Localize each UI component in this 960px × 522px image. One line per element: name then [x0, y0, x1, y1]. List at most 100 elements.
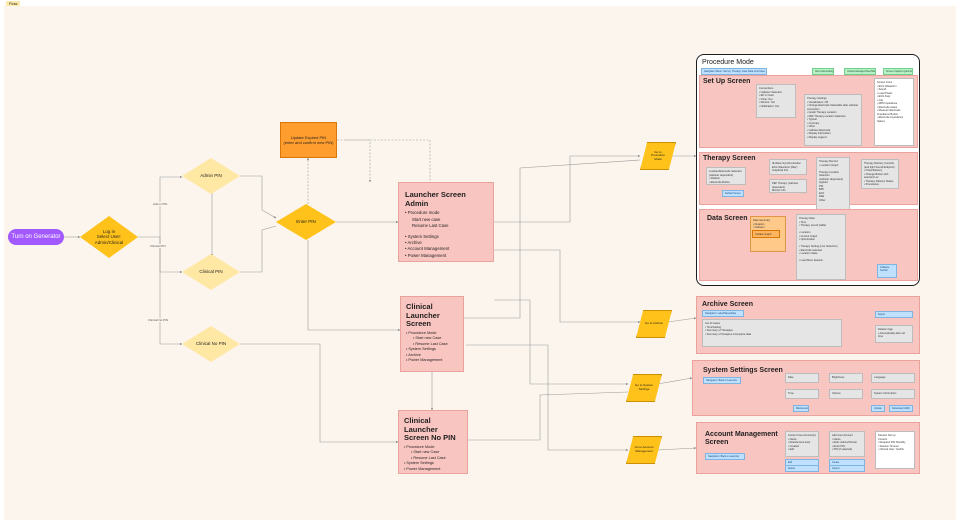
settings-nav-chip: Navigation: Back to Launcher [703, 377, 741, 384]
settings-system-info-cell[interactable]: System Information [871, 389, 915, 399]
go-to-settings-node: Go to System Settings [626, 374, 662, 402]
settings-date-cell[interactable]: Date [785, 373, 819, 383]
no-pin-item: Start new Case [404, 450, 462, 456]
account-management-title: Account Management Screen [705, 431, 778, 446]
archive-screen-card: Archive Screen Navigation: Label/Name/Da… [696, 296, 920, 354]
archive-screen-title: Archive Screen [702, 301, 753, 308]
clinical-no-pin-label: Clinical No PIN [195, 341, 227, 347]
therapy-pef-box: PEF Therapy (catheter dependent) Monitor… [769, 179, 807, 193]
no-pin-item: Procedure Mode [404, 445, 462, 451]
settings-time-cell[interactable]: Time [785, 389, 819, 399]
go-to-account-node: Go to Account Management [626, 436, 662, 464]
account-delete-chip[interactable]: Delete [785, 465, 819, 472]
system-settings-title: System Settings Screen [703, 367, 783, 374]
therapy-ie-wave-box: IE Wave Synchronization ECG Waveform (fi… [769, 159, 807, 175]
account-cancel-chip[interactable]: Cancel [829, 465, 865, 472]
therapy-delivery-controls-box: Therapy Delivery Controls (and light Sou… [861, 159, 899, 189]
frame-tag: Flow [6, 1, 21, 6]
settings-volume-cell[interactable]: Volume [829, 389, 863, 399]
update-expired-pin-label: Update Expired PIN (enter and confirm ne… [283, 134, 334, 145]
update-expired-pin-box: Update Expired PIN (enter and confirm ne… [280, 122, 337, 158]
setup-connections-box: Connections • Catheter Selection • EP in… [756, 84, 796, 118]
launcher-admin-title: Launcher Screen Admin [405, 190, 466, 208]
go-to-account-label: Go to Account Management [634, 445, 654, 453]
no-pin-item: System Settings [404, 461, 462, 467]
clinical-launcher-item: Power Management [406, 358, 458, 364]
account-management-card: Account Management Screen Navigation: Ba… [696, 422, 920, 474]
clinical-pin-label: Clinical PIN [199, 269, 223, 275]
account-session-setup-box: Session Set up Content • Required PIN St… [875, 431, 915, 469]
no-pin-item: Resume Last Case [404, 456, 462, 462]
setup-screen-title: Set Up Screen [703, 78, 751, 85]
launcher-admin-card: Launcher Screen Admin Procedure mode Sta… [398, 182, 494, 262]
clinical-launcher-card: Clinical Launcher Screen Procedure Mode … [400, 296, 464, 372]
launcher-admin-item: Account Management [405, 246, 487, 252]
launcher-admin-item: Archive [405, 240, 487, 246]
alert-acknowledge-chip: Alert Acknowledge [812, 68, 834, 75]
go-to-procedure-shape [640, 142, 676, 170]
account-add-user-box: Add User Account • Name • Role: Admin/Cl… [829, 431, 865, 457]
archive-export-chip[interactable]: Export [875, 311, 913, 318]
edge-label-clinical: Clinical PIN [150, 244, 166, 248]
settings-maintenance-chip[interactable]: Maintenance [793, 405, 809, 412]
start-node-turn-on-generator: Turn on Generator [8, 229, 64, 245]
unacknowledged-alert-chip: Unacknowledged Alert/Warning [844, 68, 876, 75]
settings-download-chip[interactable]: Download (ASR) [889, 405, 913, 412]
procedure-mode-title: Procedure Mode [702, 59, 754, 66]
go-to-procedure-node: Go to Procedure Mode [640, 142, 676, 170]
edge-label-clinical-no-pin: Clinical No PIN [148, 318, 169, 322]
settings-brightness-cell[interactable]: Brightness [829, 373, 863, 383]
clinical-launcher-item: Procedure Mode [406, 331, 458, 337]
data-collapse-chip: Collapse Section [877, 264, 897, 278]
go-to-settings-label: Go to System Settings [634, 383, 654, 391]
data-screen-title: Data Screen [707, 215, 748, 222]
edge-label-admin: Admin PIN [153, 202, 168, 206]
procedure-nav-chip: Navigation Menu: Set Up, Therapy, Case D… [701, 68, 767, 75]
therapy-screen-title: Therapy Screen [703, 155, 756, 162]
go-to-archive-label: Go to Archive [644, 321, 663, 326]
clinical-launcher-item: Archive [406, 353, 458, 359]
clinical-no-pin-decision: Clinical No PIN [182, 326, 240, 362]
clinical-launcher-item: Start new Case [406, 336, 458, 342]
launcher-admin-item: Power Management [405, 253, 487, 259]
clinical-no-pin-title: Clinical Launcher Screen No PIN [404, 416, 456, 443]
therapy-default-screen-chip: Default Screen [722, 190, 744, 197]
therapy-screen-card: Therapy Screen Location/Electrode Select… [699, 152, 918, 213]
setup-therapy-settings-box: Therapy Settings • Visualization: Off • … [804, 94, 862, 146]
data-therapy-data-box: Therapy Data • Time • Therapy record (ta… [796, 214, 846, 280]
clinical-pin-decision: Clinical PIN [182, 254, 240, 290]
archive-deletion-box: Deletion Age • Automatically after set t… [875, 325, 913, 343]
clinical-launcher-item: Resume Last Case [406, 342, 458, 348]
launcher-admin-item: System Settings [405, 234, 487, 240]
settings-language-cell[interactable]: Language [871, 373, 915, 383]
data-screen-card: Data Screen Data Summary • Duration • Ca… [699, 209, 918, 281]
launcher-admin-item: Start new case [412, 216, 441, 222]
clinical-launcher-item: System Settings [406, 347, 458, 353]
enter-pin-decision: Enter PIN [276, 204, 336, 240]
settings-update-chip[interactable]: Update [871, 405, 885, 412]
clinical-launcher-title: Clinical Launcher Screen [406, 302, 440, 329]
data-update-graph-box: Update Graph [752, 230, 780, 238]
account-current-users-box: Current User Account(s) • Name • Role/Ac… [785, 431, 819, 457]
setup-screen-card: Set Up Screen Connections • Catheter Sel… [699, 75, 918, 148]
system-settings-card: System Settings Screen Navigation: Back … [692, 360, 920, 416]
enter-pin-label: Enter PIN [296, 219, 316, 225]
therapy-record-box: Therapy Record • Location Graph Therapy … [816, 157, 850, 213]
screen-capture-chip: Screen Capture Quick Access [883, 68, 913, 75]
launcher-admin-item: Procedure mode [405, 210, 487, 216]
archive-nav-chip: Navigation: Label/Name/Date [702, 310, 744, 317]
go-to-archive-node: Go to Archive [636, 310, 672, 338]
archive-list-box: List of Cases • Time/Setting • Summary o… [702, 319, 842, 347]
procedure-mode-container: Procedure Mode Navigation Menu: Set Up, … [696, 54, 920, 286]
admin-pin-label: Admin PIN [200, 173, 222, 179]
no-pin-item: Power Management [404, 467, 462, 473]
login-decision-label: Log in Select User: Admin/Clinical [94, 228, 124, 245]
therapy-location-box: Location/Electrode Selection (catheter d… [706, 167, 746, 185]
setup-screen-icons-box: Screen Icons • ECG Waveform • Sound • Lo… [874, 78, 914, 146]
launcher-admin-item: Resume Last Case [412, 223, 449, 229]
login-decision: Log in Select User: Admin/Clinical [80, 216, 138, 258]
account-nav-chip: Navigation: Back to Launcher [705, 453, 745, 460]
clinical-no-pin-card: Clinical Launcher Screen No PIN Procedur… [398, 410, 468, 474]
admin-pin-decision: Admin PIN [182, 158, 240, 194]
go-to-procedure-label: Go to Procedure Mode [651, 149, 665, 161]
